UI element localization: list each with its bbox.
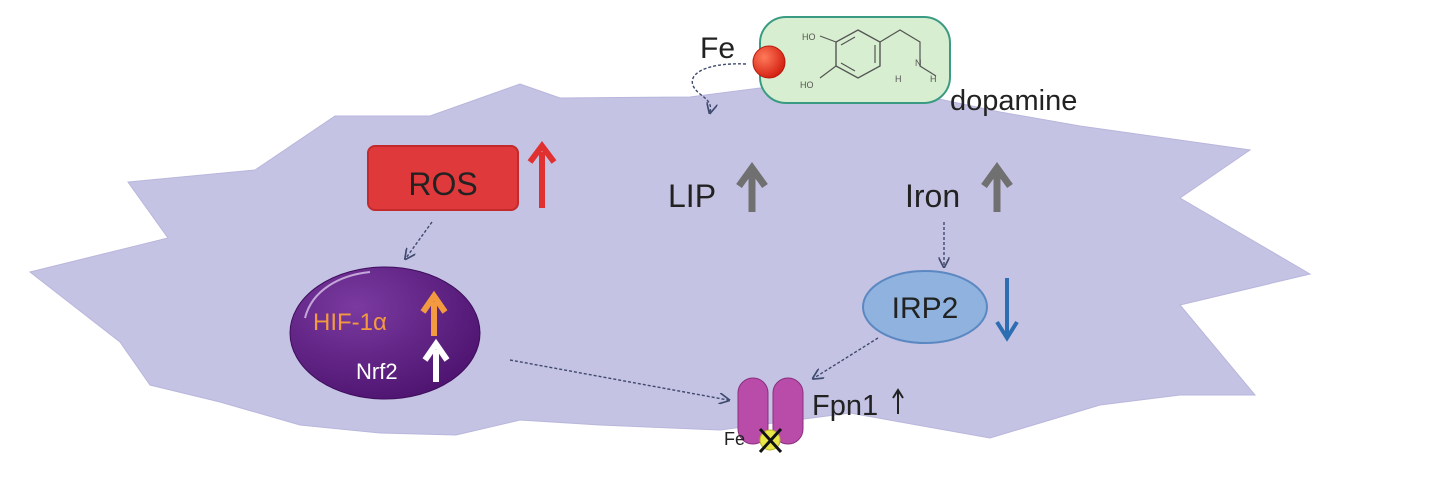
hif-up-arrow (420, 290, 448, 336)
dopamine-molecule: HO HO H N H (759, 16, 951, 104)
blocked-export-icon (758, 427, 783, 454)
hydroxyl-top-label: HO (802, 32, 816, 42)
fe-label-bottom: Fe (724, 429, 745, 449)
fpn1-label: Fpn1 (812, 390, 878, 422)
ros-box (367, 145, 519, 211)
irp2-ellipse (862, 270, 988, 344)
ros-label: ROS (408, 166, 477, 202)
fe-entry-arrow (691, 63, 747, 112)
lip-up-arrow (736, 162, 768, 212)
ferroportin-channel (737, 377, 804, 445)
hif-label: HIF-1α (313, 309, 387, 336)
amine-n-label: N (915, 58, 922, 68)
iron-label: Iron (905, 178, 960, 214)
nucleus-highlight (304, 271, 371, 319)
hydroxyl-bottom-label: HO (800, 80, 814, 90)
amine-h-left-label: H (895, 74, 902, 84)
lip-label: LIP (668, 178, 716, 214)
nucleus-to-fpn1-arrow (509, 359, 728, 400)
cell-body (28, 83, 1312, 439)
irp2-label: IRP2 (892, 292, 959, 325)
iron-ball (752, 45, 786, 79)
dopamine-label: dopamine (950, 85, 1077, 117)
amine-h-right-label: H (930, 74, 937, 84)
nrf2-label: Nrf2 (356, 359, 398, 384)
nrf2-up-arrow (422, 338, 450, 382)
irp2-down-arrow (995, 278, 1019, 342)
fe-label-top: Fe (700, 32, 735, 65)
iron-up-arrow (981, 162, 1013, 212)
ros-to-nucleus-arrow (406, 221, 433, 258)
fpn1-up-arrow (892, 388, 904, 414)
ros-up-arrow (527, 141, 557, 208)
irp2-to-fpn1-arrow (814, 337, 879, 378)
